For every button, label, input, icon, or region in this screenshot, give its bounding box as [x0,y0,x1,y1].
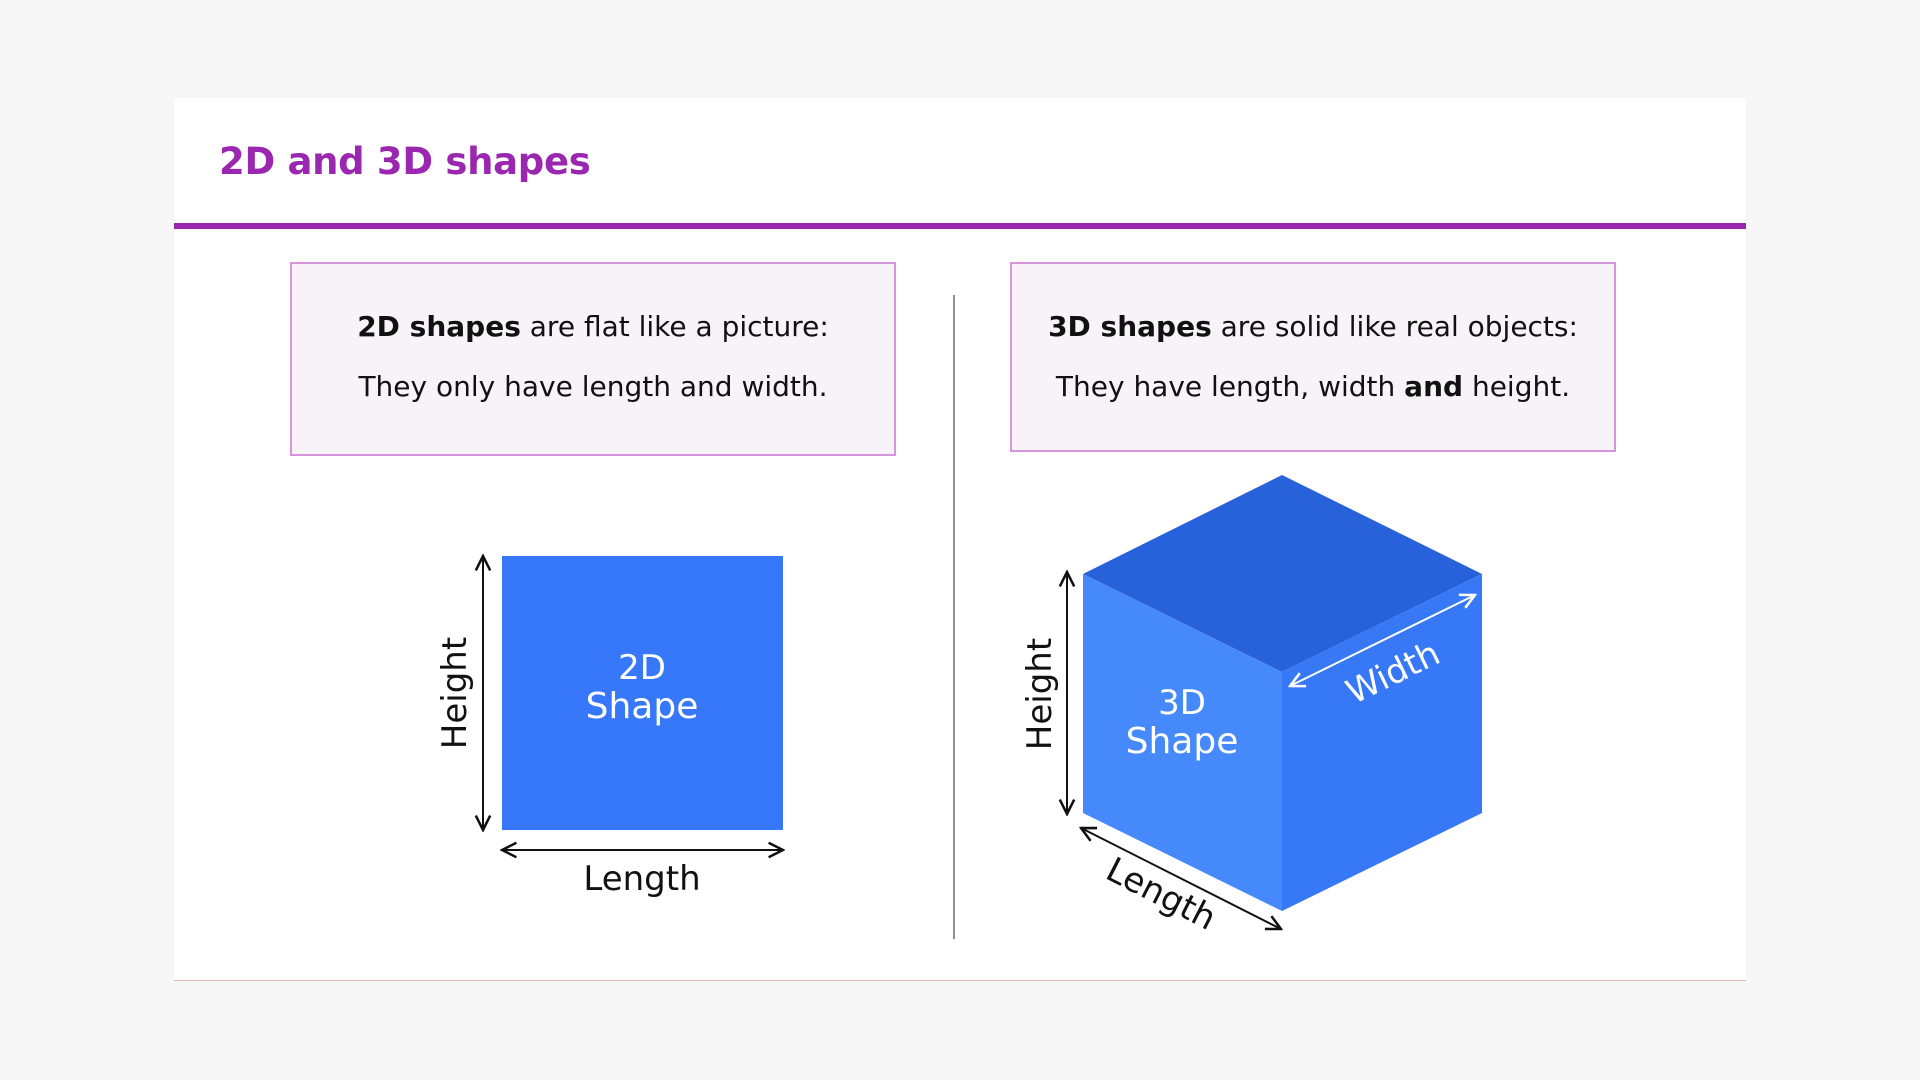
cube-height-label: Height [1020,638,1060,750]
cube-width-arrow [1290,595,1475,686]
square-length-label: Length [583,859,700,899]
info-box-3d: 3D shapes are solid like real objects: T… [1010,262,1616,452]
info-3d-line2-end: height. [1463,370,1571,403]
info-3d-line1: 3D shapes are solid like real objects: [1012,310,1614,343]
info-3d-line2-bold: and [1404,370,1464,403]
info-2d-line2: They only have length and width. [358,370,828,403]
cube-diagram: 3D Shape Height Width Length [1020,475,1482,939]
info-2d-term: 2D shapes [357,310,521,343]
slide: 2D and 3D shapes 2D shapes are flat like… [174,98,1746,981]
square-label-line1: 2D [618,648,666,688]
column-divider [953,295,955,939]
square-label-line2: Shape [586,686,699,727]
info-3d-line2-start: They have length, width [1055,370,1405,403]
info-3d-term: 3D shapes [1048,310,1212,343]
square-shape [502,556,783,830]
info-3d-line2: They have length, width and height. [1012,370,1614,403]
page-title: 2D and 3D shapes [219,140,591,183]
title-underline [174,223,1746,229]
info-3d-line1-rest: are solid like real objects: [1211,310,1578,343]
cube-label-line1: 3D [1158,683,1206,723]
info-box-2d: 2D shapes are flat like a picture: They … [290,262,896,456]
square-height-label: Height [435,637,475,749]
cube-length-arrow [1081,828,1281,929]
info-2d-line1: 2D shapes are flat like a picture: [292,310,894,343]
info-2d-line1-rest: are flat like a picture: [520,310,829,343]
cube-label-line2: Shape [1126,721,1239,762]
square-diagram: 2D Shape Height Length [435,98,1746,899]
